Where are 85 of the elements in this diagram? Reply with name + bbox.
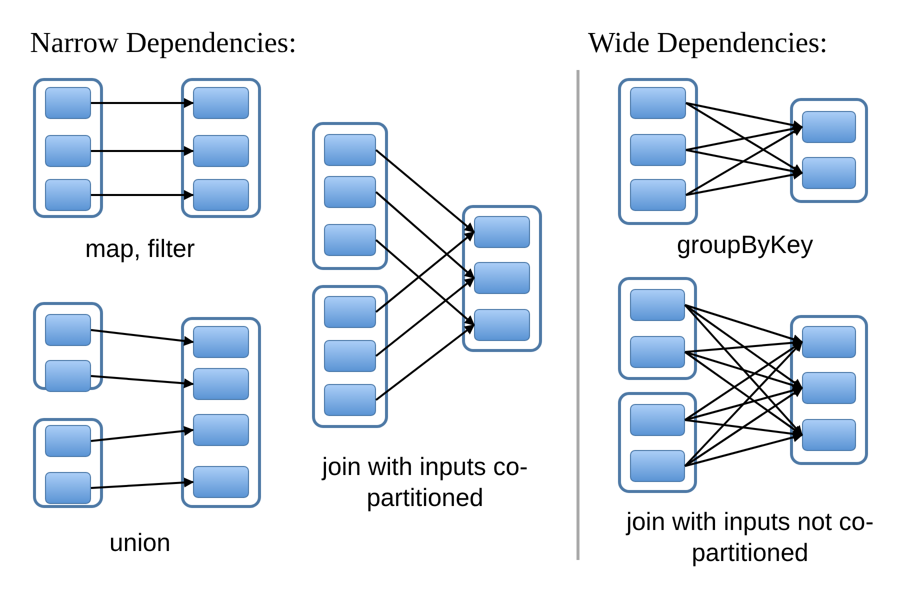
arrow: [91, 98, 194, 108]
partition-box: [630, 450, 685, 482]
partition-box: [324, 340, 376, 372]
partition-box: [193, 135, 249, 167]
partition-box: [802, 157, 856, 189]
partition-box: [474, 262, 530, 294]
arrow: [686, 149, 803, 176]
caption: groupByKey: [676, 230, 814, 261]
arrow: [684, 351, 803, 390]
arrow: [91, 146, 194, 156]
partition-box: [324, 384, 376, 416]
arrow: [684, 387, 803, 467]
partition-box: [193, 414, 249, 446]
arrow: [684, 386, 803, 421]
arrow: [686, 124, 803, 151]
dataset-container: [33, 302, 103, 390]
arrow: [684, 432, 803, 467]
partition-box: [802, 326, 856, 358]
arrow: [686, 102, 803, 130]
dataset-container: [312, 122, 388, 270]
dataset-container: [312, 285, 388, 428]
arrow: [686, 126, 803, 196]
arrow: [91, 190, 194, 200]
section-heading: Narrow Dependencies:: [30, 28, 298, 59]
arrow: [90, 478, 194, 489]
arrow: [684, 341, 803, 467]
caption: join with inputs co-partitioned: [320, 452, 529, 514]
partition-box: [324, 296, 376, 328]
dataset-container: [618, 277, 697, 380]
partition-box: [630, 179, 686, 211]
caption: join with inputs not co-partitioned: [624, 507, 875, 569]
arrow: [90, 329, 194, 346]
arrow: [685, 102, 803, 174]
arrow: [684, 341, 803, 421]
partition-box: [802, 372, 856, 404]
arrow: [684, 304, 803, 436]
dataset-container: [462, 205, 542, 352]
arrow: [90, 426, 194, 442]
partition-box: [45, 87, 91, 119]
dataset-container: [618, 392, 697, 493]
arrow: [375, 324, 475, 401]
arrow: [375, 277, 475, 357]
caption: union: [108, 528, 172, 559]
dataset-container: [181, 78, 261, 218]
arrow: [684, 304, 803, 344]
partition-box: [45, 314, 91, 346]
arrow: [90, 375, 194, 388]
partition-box: [630, 336, 685, 368]
partition-box: [45, 425, 91, 457]
partition-box: [193, 368, 249, 400]
section-heading: Wide Dependencies:: [588, 28, 829, 59]
arrow: [686, 170, 803, 196]
partition-box: [802, 111, 856, 143]
dataset-container: [790, 315, 868, 465]
dataset-container: [790, 98, 868, 203]
partition-box: [45, 135, 91, 167]
partition-box: [193, 466, 249, 498]
partition-box: [474, 216, 530, 248]
arrow: [684, 338, 803, 353]
dataset-container: [33, 78, 103, 218]
arrow: [375, 231, 475, 313]
partition-box: [45, 179, 91, 211]
partition-box: [193, 87, 249, 119]
arrow: [375, 149, 475, 233]
partition-box: [324, 134, 376, 166]
dataset-container: [181, 317, 261, 508]
partition-box: [193, 326, 249, 358]
dataset-container: [33, 418, 103, 508]
partition-box: [324, 176, 376, 208]
partition-box: [45, 472, 91, 504]
partition-box: [630, 134, 686, 166]
partition-box: [630, 289, 685, 321]
partition-box: [324, 224, 376, 256]
arrow: [684, 351, 803, 436]
partition-box: [193, 179, 249, 211]
arrow: [375, 239, 475, 326]
partition-box: [630, 404, 685, 436]
partition-box: [474, 309, 530, 341]
partition-box: [45, 360, 91, 392]
partition-box: [802, 419, 856, 451]
arrow: [375, 191, 475, 279]
dataset-container: [618, 78, 698, 225]
partition-box: [630, 87, 686, 119]
caption: map, filter: [84, 234, 196, 265]
arrow: [684, 304, 803, 389]
